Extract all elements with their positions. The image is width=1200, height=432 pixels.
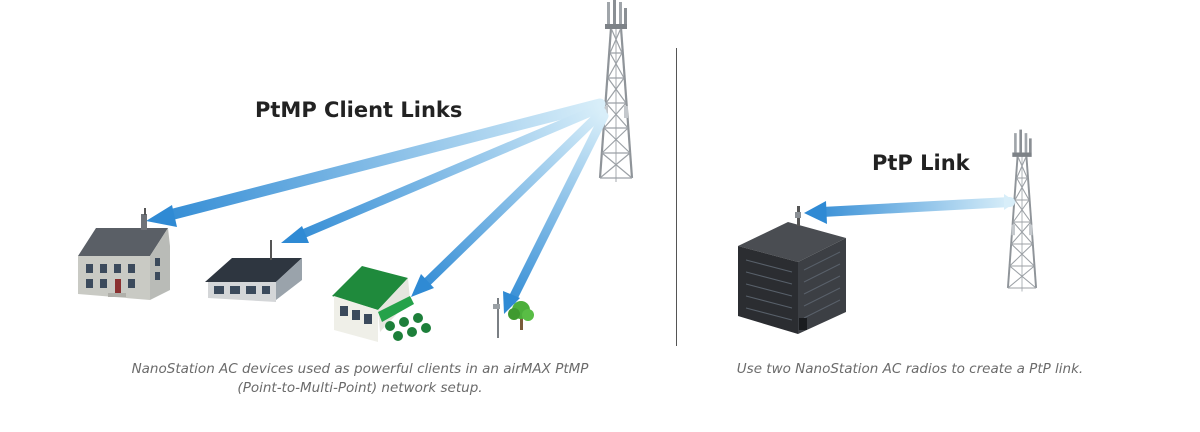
house-icon — [78, 208, 170, 300]
beam-to-house-arrow — [146, 98, 606, 227]
beam-to-cafe-arrow — [411, 107, 607, 297]
ptmp-caption: NanoStation AC devices used as powerful … — [90, 360, 630, 398]
ptmp-base-tower-icon — [598, 0, 634, 184]
ptp-section — [738, 128, 1038, 334]
office-building-icon — [738, 206, 846, 334]
ptmp-section — [78, 0, 634, 342]
ptp-beam-arrow — [804, 194, 1016, 224]
ptp-caption: Use two NanoStation AC radios to create … — [736, 361, 1084, 377]
section-divider — [676, 48, 677, 346]
ptp-tower-icon — [1006, 128, 1038, 293]
shop-icon — [205, 240, 302, 302]
ptmp-caption-line2: (Point-to-Multi-Point) network setup. — [237, 380, 483, 396]
beam-to-shop-arrow — [281, 103, 605, 243]
ptp-title: PtP Link — [872, 151, 970, 175]
cafe-icon — [332, 266, 431, 342]
ptmp-beams — [146, 98, 609, 314]
pole-icon — [493, 298, 500, 338]
tree-icon — [508, 301, 534, 330]
beam-to-pole-arrow — [503, 111, 609, 314]
ptmp-title: PtMP Client Links — [255, 98, 463, 122]
ptmp-caption-line1: NanoStation AC devices used as powerful … — [131, 361, 589, 377]
